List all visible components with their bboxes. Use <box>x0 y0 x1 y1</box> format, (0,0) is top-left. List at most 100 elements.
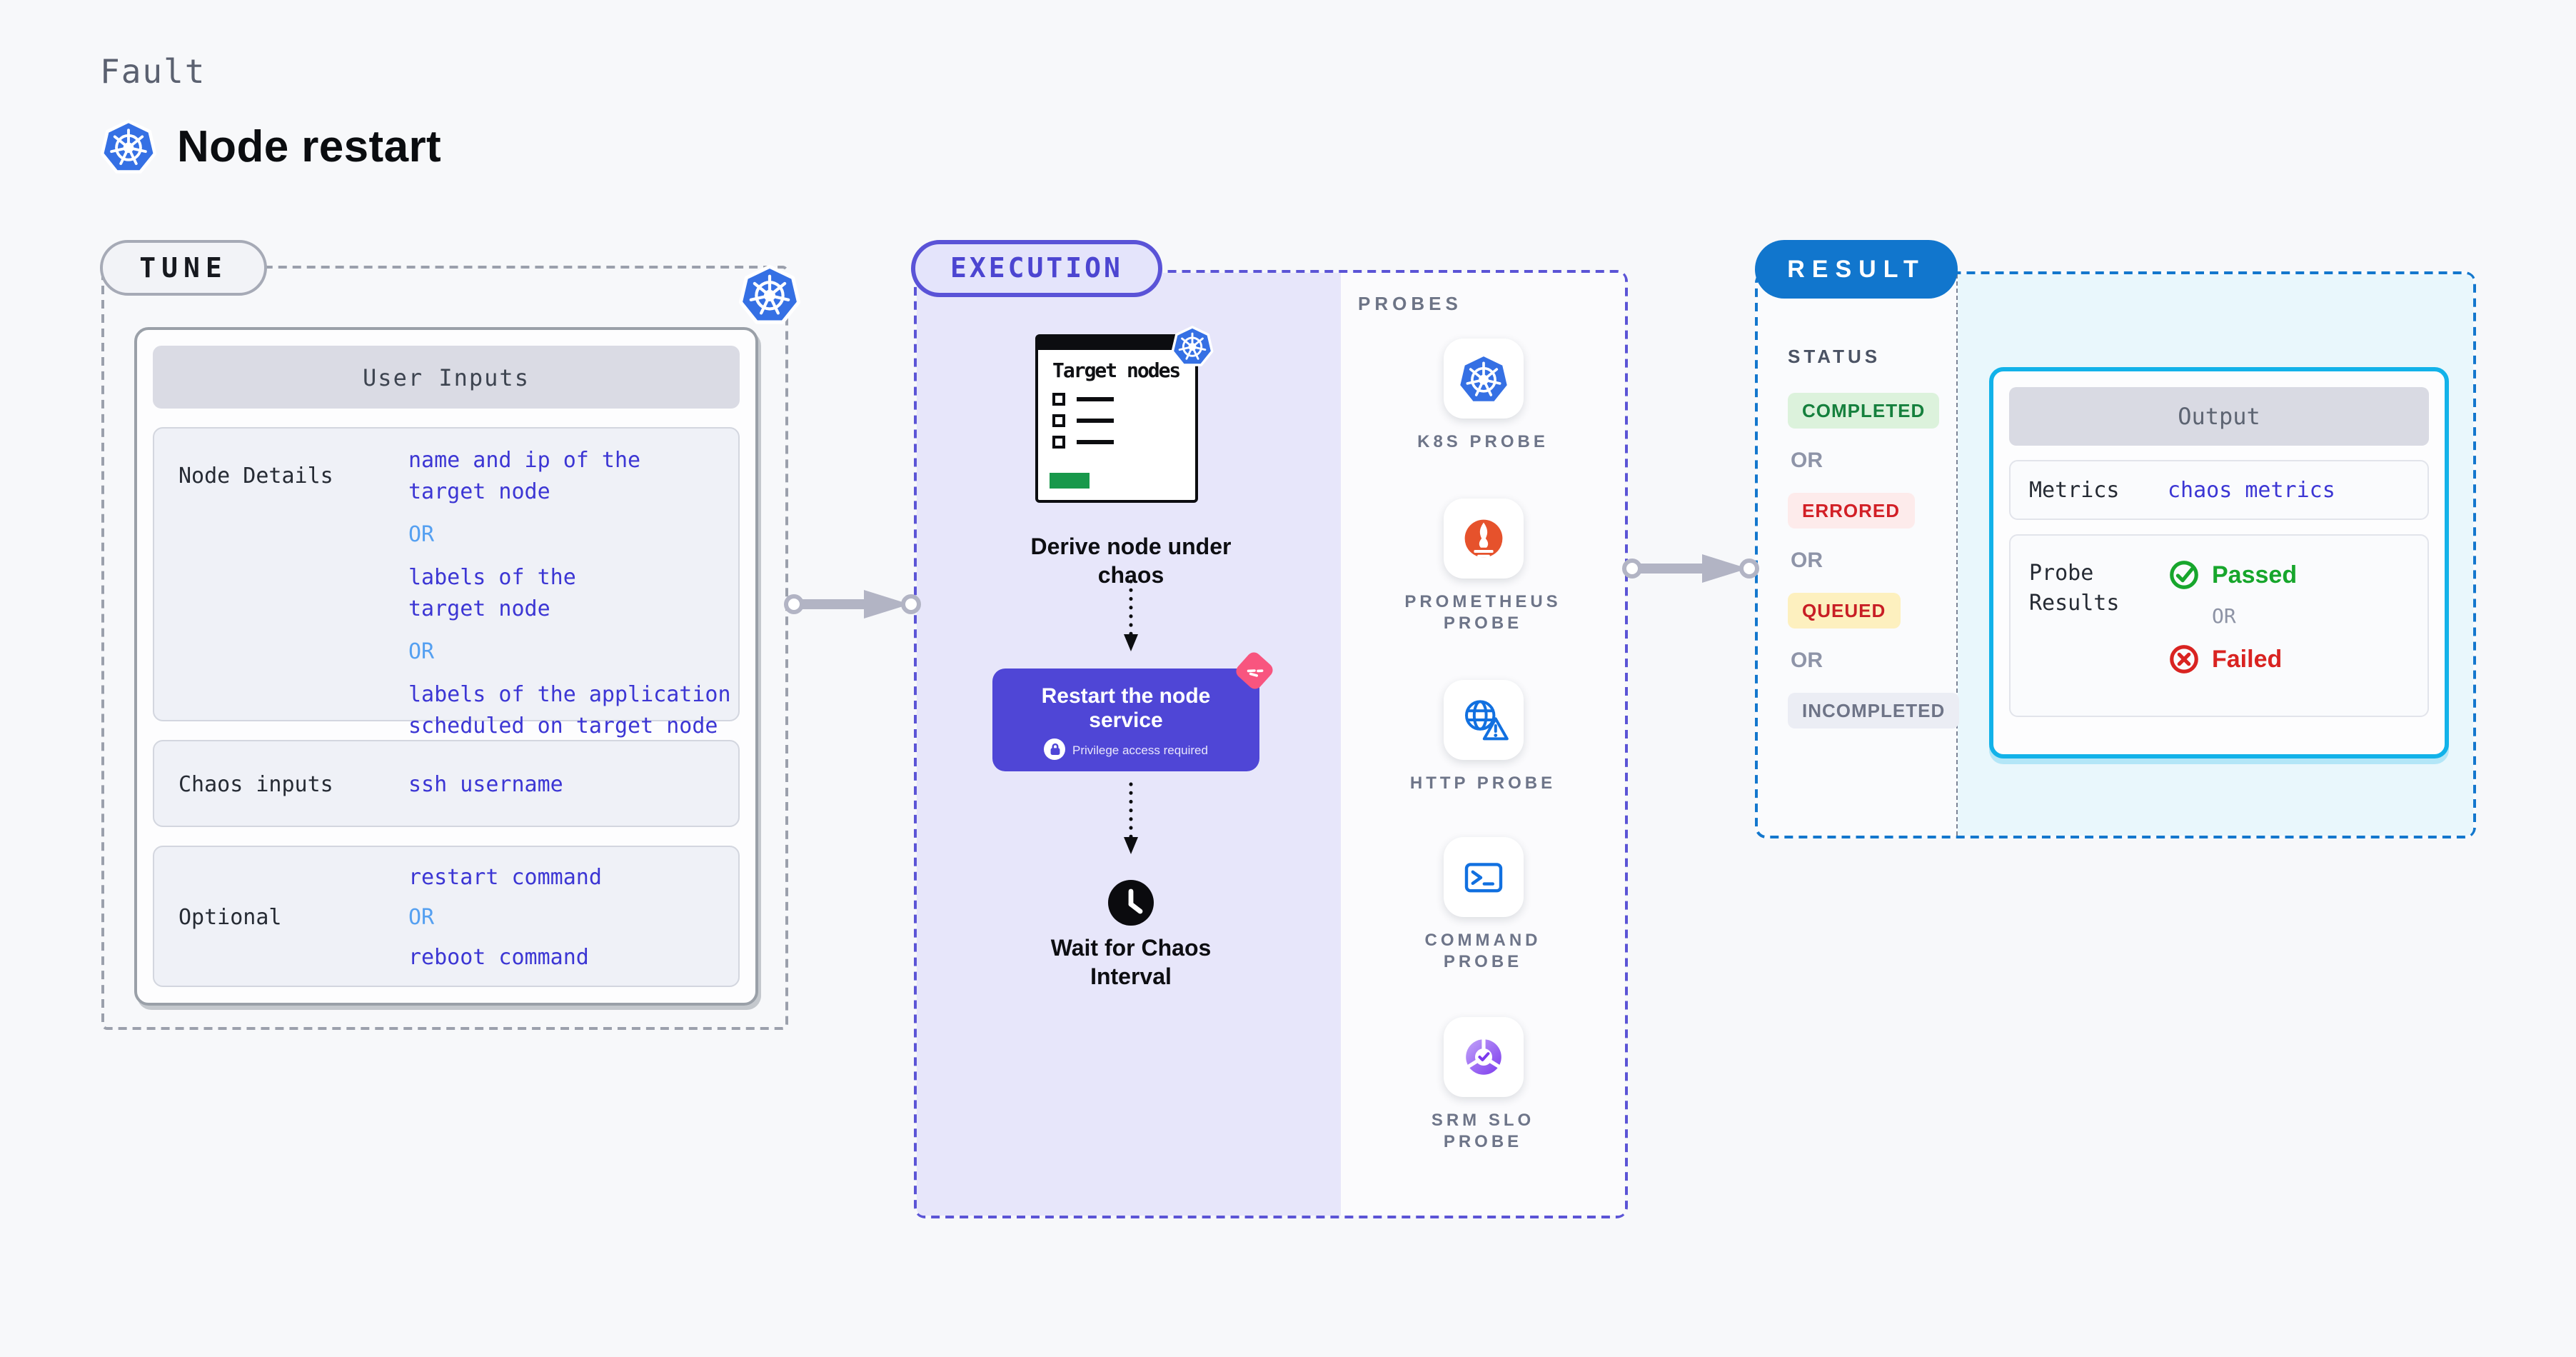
status-badge-incompleted: INCOMPLETED <box>1788 693 1960 728</box>
status-list: COMPLETED OR ERRORED OR QUEUED OR INCOMP… <box>1788 393 1960 728</box>
probe-results-row: Probe Results Passed OR <box>2009 534 2429 717</box>
execution-flow: Target nodes Derive node under chaos Res… <box>917 273 1345 1216</box>
or-separator: OR <box>408 903 435 929</box>
probe-label: HTTP PROBE <box>1409 773 1556 793</box>
probe-item-srm-slo: SRM SLO PROBE <box>1341 1017 1625 1153</box>
line <box>1077 419 1114 423</box>
failed-line: Failed <box>2168 643 2297 676</box>
input-value: reboot command <box>408 943 589 969</box>
table-row-chaos-inputs: Chaos inputs ssh username <box>153 740 740 827</box>
terminal-icon <box>1464 863 1502 893</box>
or-separator: OR <box>408 521 435 547</box>
input-value: restart command <box>408 863 602 889</box>
line <box>1077 397 1114 401</box>
status-output-divider <box>1956 274 1958 836</box>
chaos-badge-icon <box>1233 649 1276 692</box>
execution-badge: EXECUTION <box>911 240 1162 297</box>
or-separator: OR <box>1791 549 1823 573</box>
row-label: Node Details <box>178 463 333 489</box>
metrics-value: chaos metrics <box>2168 477 2335 503</box>
probe-label: COMMAND PROBE <box>1424 930 1541 971</box>
flow-arrow-icon <box>783 589 922 620</box>
flow-arrow-icon <box>1621 553 1761 584</box>
metrics-label: Metrics <box>2029 476 2120 502</box>
checkbox-icon <box>1052 436 1065 449</box>
kubernetes-icon <box>1456 351 1510 406</box>
execution-section: EXECUTION Target nodes Derive node under… <box>911 240 1628 1218</box>
or-separator: OR <box>1791 449 1823 473</box>
probe-item-prometheus: PROMETHEUS PROBE <box>1341 499 1625 634</box>
probe-item-k8s: K8S PROBE <box>1341 339 1625 453</box>
status-column: STATUS COMPLETED OR ERRORED OR QUEUED OR… <box>1758 274 1960 836</box>
target-nodes-title: Target nodes <box>1052 360 1181 383</box>
x-circle-icon <box>2170 645 2198 674</box>
probe-card <box>1443 680 1523 760</box>
node-checkbox-row <box>1052 393 1195 406</box>
or-separator: OR <box>1791 649 1823 673</box>
selection-bar <box>1050 473 1090 489</box>
check-circle-icon <box>2170 561 2198 589</box>
checkbox-icon <box>1052 414 1065 427</box>
page-title-row: Node restart <box>100 117 441 177</box>
input-value: labels of the <box>408 564 576 590</box>
row-label: Optional <box>178 903 282 929</box>
restart-node-service-card: Restart the node service Privilege acces… <box>992 649 1276 771</box>
probe-card <box>1443 499 1523 579</box>
probes-header: PROBES <box>1358 293 1462 314</box>
input-value: target node <box>408 479 550 504</box>
input-value: labels of the application <box>408 681 731 707</box>
status-badge-errored: ERRORED <box>1788 493 1915 529</box>
result-section: RESULT STATUS COMPLETED OR ERRORED OR QU… <box>1755 240 2476 838</box>
row-values: restart command OR reboot command <box>408 861 738 972</box>
input-value: scheduled on target node <box>408 713 718 738</box>
output-header: Output <box>2009 387 2429 446</box>
user-inputs-card: User Inputs Node Details name and ip of … <box>134 327 758 1006</box>
checkbox-icon <box>1052 393 1065 406</box>
node-checkbox-row <box>1052 414 1195 427</box>
line <box>1077 440 1114 444</box>
probe-results-values: Passed OR Failed <box>2168 559 2297 676</box>
or-separator: OR <box>408 639 435 664</box>
passed-line: Passed <box>2168 559 2297 591</box>
slo-gauge-icon <box>1465 1038 1501 1075</box>
row-values: ssh username <box>408 768 738 799</box>
table-row-node-details: Node Details name and ip of the target n… <box>153 427 740 738</box>
tune-section: TUNE User Inputs Node Details name and i… <box>100 240 788 1030</box>
node-checkbox-row <box>1052 436 1195 449</box>
table-row-optional: Optional restart command OR reboot comma… <box>153 846 740 987</box>
probe-results-label: Probe Results <box>2029 560 2120 616</box>
metrics-row: Metrics chaos metrics <box>2009 460 2429 520</box>
probe-item-command: COMMAND PROBE <box>1341 837 1625 973</box>
kubernetes-icon <box>1171 324 1214 369</box>
probe-label: PROMETHEUS PROBE <box>1404 591 1561 633</box>
input-value: name and ip of the <box>408 447 641 473</box>
clock-icon <box>1107 878 1155 934</box>
kubernetes-icon <box>738 263 801 327</box>
fault-kicker: Fault <box>100 54 206 91</box>
row-values: name and ip of the target node OR labels… <box>408 429 738 738</box>
failed-label: Failed <box>2212 645 2283 672</box>
probe-item-http: HTTP PROBE <box>1341 680 1625 794</box>
result-badge: RESULT <box>1755 240 1958 299</box>
card-titlebar <box>1038 337 1195 350</box>
input-value: target node <box>408 596 550 621</box>
kubernetes-icon <box>100 117 157 177</box>
or-separator: OR <box>2212 606 2236 629</box>
probes-column: PROBES K8S PROBE PROMETHEUS PROBE <box>1341 273 1625 1216</box>
passed-label: Passed <box>2212 561 2298 588</box>
status-badge-completed: COMPLETED <box>1788 393 1940 429</box>
down-arrow-icon <box>1122 781 1139 856</box>
probe-card <box>1443 339 1523 419</box>
lock-icon <box>1044 738 1066 760</box>
row-label: Chaos inputs <box>178 771 333 796</box>
target-nodes-card: Target nodes <box>1035 334 1198 503</box>
status-header: STATUS <box>1788 346 1881 367</box>
probe-label: SRM SLO PROBE <box>1431 1110 1535 1151</box>
tune-badge: TUNE <box>100 240 267 296</box>
output-card: Output Metrics chaos metrics Probe Resul… <box>1989 367 2449 758</box>
page-title: Node restart <box>177 121 442 171</box>
down-arrow-icon <box>1122 579 1139 653</box>
probe-card <box>1443 1017 1523 1097</box>
prometheus-icon <box>1464 519 1502 558</box>
